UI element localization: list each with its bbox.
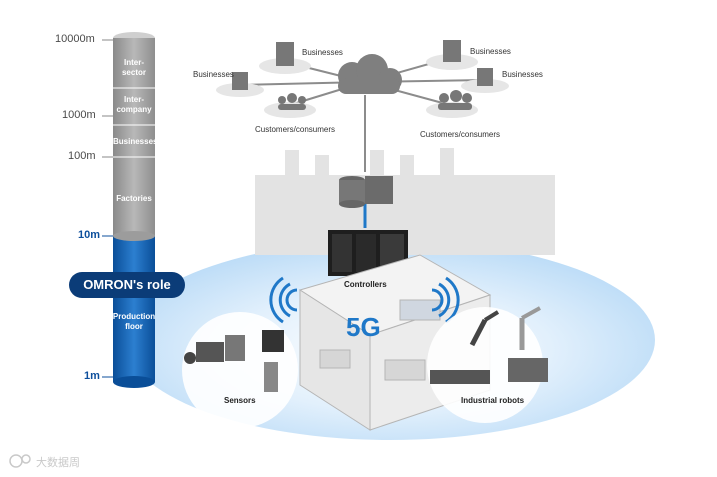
watermark-text: 大数据周 <box>36 457 80 469</box>
server-icon <box>339 176 393 208</box>
label-customers-1: Customers/consumers <box>255 125 336 134</box>
segment-production-floor: Production floor <box>112 312 156 331</box>
label-sensors: Sensors <box>224 396 256 405</box>
segment-businesses: Businesses <box>113 137 158 146</box>
sensor-group <box>182 312 298 428</box>
label-businesses-1: Businesses <box>302 48 343 57</box>
robot-group <box>427 306 548 423</box>
customer-nodes <box>264 90 478 118</box>
label-businesses-4: Businesses <box>502 70 543 79</box>
business-nodes <box>216 40 509 97</box>
wireless-right-icon <box>431 276 460 324</box>
watermark-icon <box>9 454 31 468</box>
label-5g: 5G <box>346 312 381 342</box>
scale-label-1000m: 1000m <box>62 109 96 121</box>
factory-silhouette <box>255 148 555 255</box>
scale-label-10000m: 10000m <box>55 33 95 45</box>
wireless-left-icon <box>269 276 298 324</box>
label-businesses-2: Businesses <box>193 70 234 79</box>
label-businesses-3: Businesses <box>470 47 511 56</box>
segment-inter-company: Inter- company <box>116 95 152 114</box>
segment-inter-sector: Inter- sector <box>121 58 146 77</box>
label-controllers: Controllers <box>344 280 387 289</box>
scale-label-10m: 10m <box>78 229 101 241</box>
cloud-icon <box>338 54 402 94</box>
scale-bar <box>102 32 155 388</box>
scale-label-1m: 1m <box>84 370 100 382</box>
label-customers-2: Customers/consumers <box>420 130 501 139</box>
scale-label-100m: 100m <box>68 150 96 162</box>
segment-factories: Factories <box>116 194 152 203</box>
omron-role-badge: OMRON's role <box>69 272 185 298</box>
label-industrial-robots: Industrial robots <box>461 396 525 405</box>
